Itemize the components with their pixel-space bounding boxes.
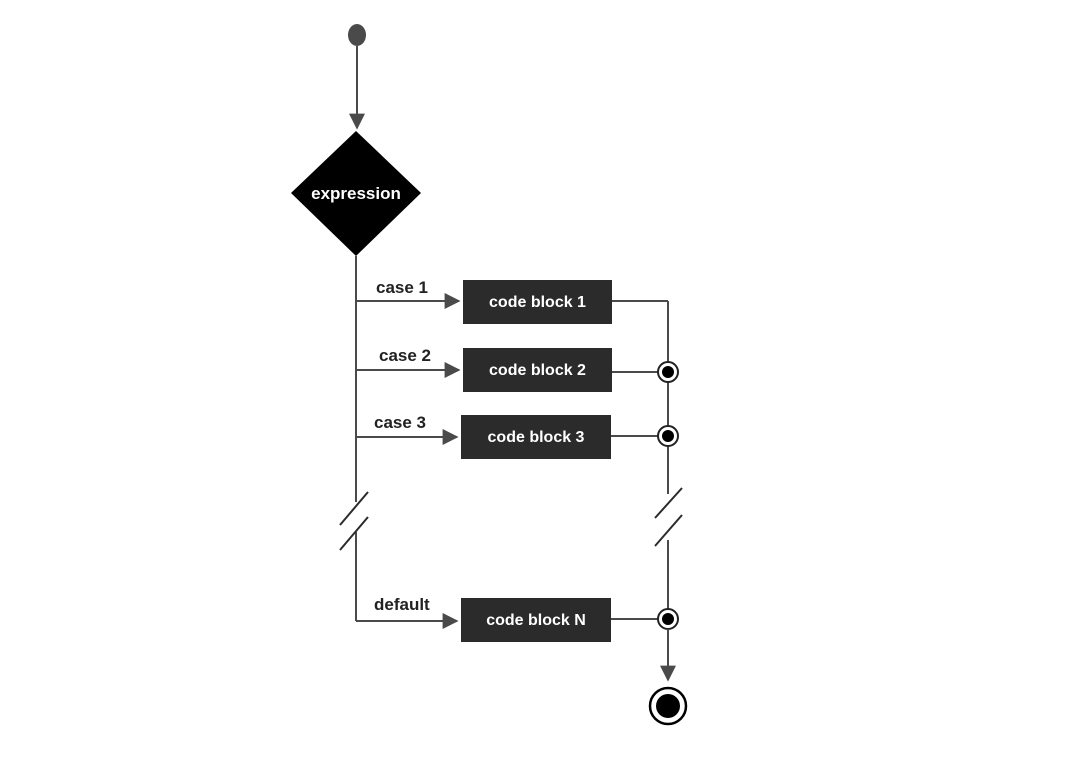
case-label: default: [374, 595, 430, 614]
dispatch-break-mark-upper: [339, 491, 369, 526]
branch-case-3: case 3 code block 3: [356, 413, 659, 459]
case-label: case 2: [379, 346, 431, 365]
dispatch-break-mark-lower: [339, 516, 369, 551]
merge-break-mark-upper: [654, 487, 683, 519]
code-block: [461, 415, 611, 459]
code-block: [461, 598, 611, 642]
start-node: [348, 24, 366, 46]
code-block-label: code block 3: [488, 429, 585, 446]
code-block: [463, 348, 612, 392]
case-label: case 1: [376, 278, 428, 297]
decision-diamond: [291, 131, 421, 256]
branch-default: default code block N: [356, 595, 659, 642]
case-label: case 3: [374, 413, 426, 432]
branch-case-2: case 2 code block 2: [356, 346, 659, 392]
code-block: [463, 280, 612, 324]
code-block-label: code block N: [486, 612, 586, 629]
decision-label: expression: [311, 184, 401, 203]
end-node: [648, 686, 688, 726]
code-block-label: code block 1: [489, 294, 586, 311]
code-block-label: code block 2: [489, 362, 586, 379]
merge-break-mark-lower: [654, 514, 683, 547]
branch-case-1: case 1 code block 1: [356, 278, 668, 324]
merge-junction: [657, 361, 679, 383]
merge-junction: [657, 608, 679, 630]
merge-junction: [657, 425, 679, 447]
